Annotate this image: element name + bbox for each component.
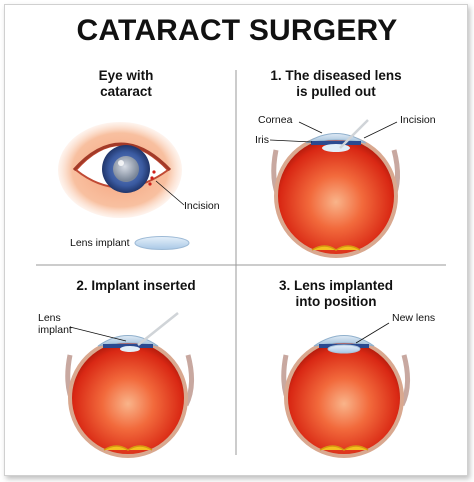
label-incision: Incision bbox=[400, 114, 436, 126]
label-iris: Iris bbox=[255, 134, 269, 146]
eyeball-lens-implanted bbox=[281, 322, 410, 458]
external-eye-illustration bbox=[58, 122, 185, 218]
eyeball-diseased-lens-pulled-out bbox=[269, 119, 400, 258]
label-lens-implant: Lens implant bbox=[70, 237, 130, 249]
label-lens-implant-inserted: Lens implant bbox=[38, 312, 72, 336]
panel-heading-implant-inserted: 2. Implant inserted bbox=[76, 278, 196, 293]
panel-heading-lens-pulled-out: 1. The diseased lens is pulled out bbox=[270, 68, 402, 99]
lens-implant-illustration bbox=[134, 236, 190, 250]
panel-heading-lens-implanted: 3. Lens implanted into position bbox=[278, 278, 394, 309]
label-cornea: Cornea bbox=[258, 114, 293, 126]
label-new-lens: New lens bbox=[392, 312, 436, 324]
page-title: CATARACT SURGERY bbox=[76, 14, 398, 47]
label-incision-external: Incision bbox=[184, 200, 220, 212]
eyeball-implant-inserted bbox=[65, 312, 194, 458]
panel-heading-eye-with-cataract: Eye with cataract bbox=[98, 68, 154, 99]
